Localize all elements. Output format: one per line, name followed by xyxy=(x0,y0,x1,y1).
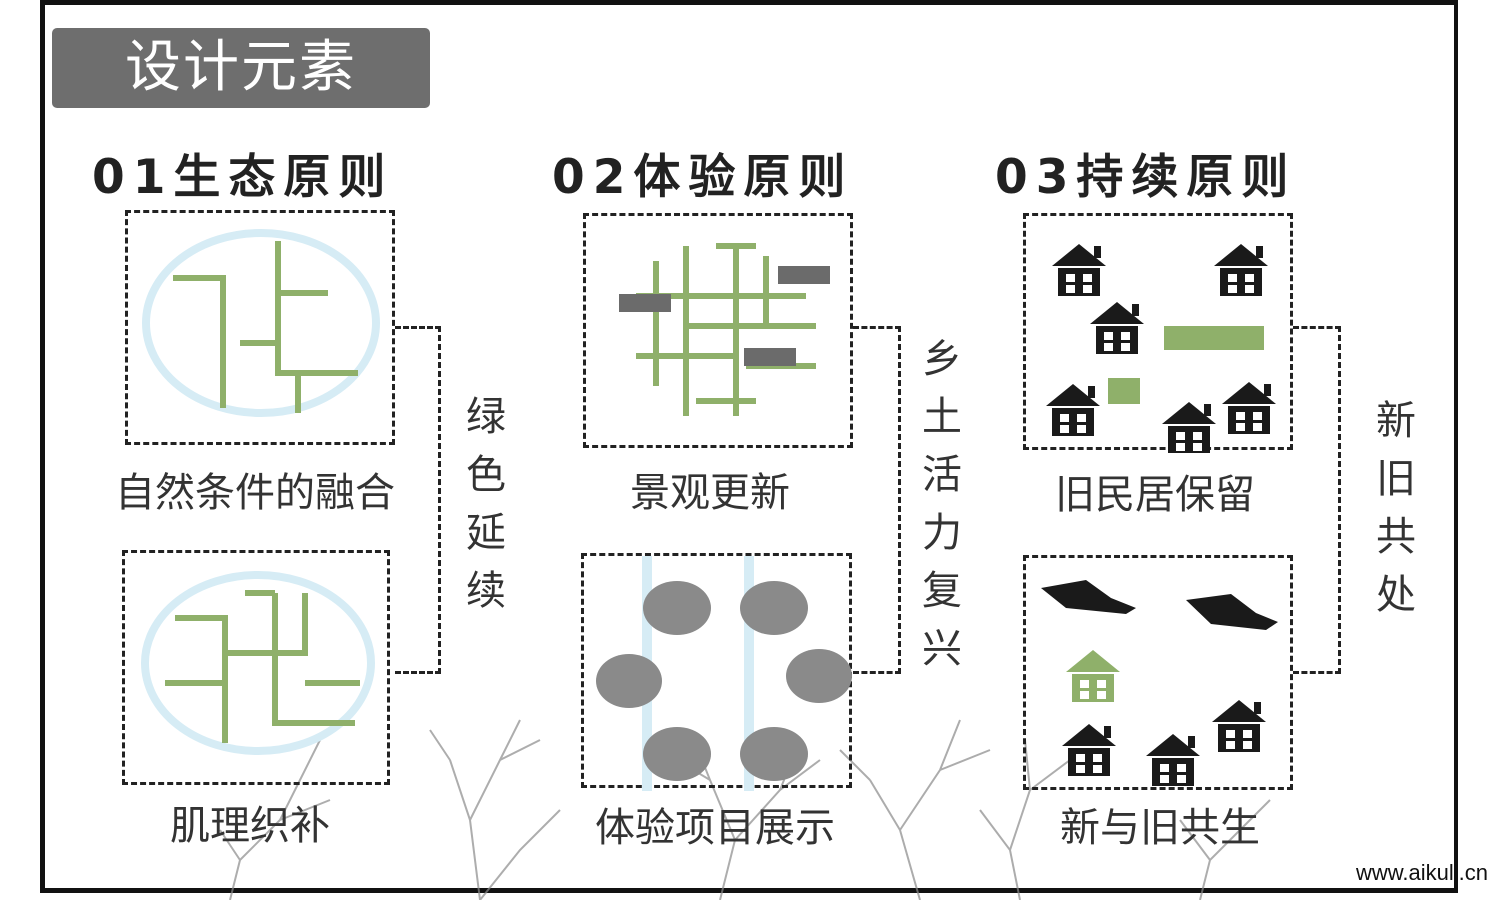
box-landscape-update xyxy=(583,213,853,448)
box-old-dwellings xyxy=(1023,213,1293,453)
label-experience-projects: 体验项目展示 xyxy=(595,805,835,851)
house-icon xyxy=(1046,384,1100,436)
house-icon xyxy=(1222,382,1276,434)
watermark: www.aikuli.cn xyxy=(1355,860,1488,885)
connector-experience xyxy=(853,326,901,674)
house-icon xyxy=(1212,700,1266,752)
banner-title: 设计元素 xyxy=(52,28,430,108)
label-old-dwellings: 旧民居保留 xyxy=(1055,472,1255,518)
vertical-text-green-continuity: 绿色延续 xyxy=(466,394,506,614)
house-icon xyxy=(1214,244,1268,296)
box-natural-conditions xyxy=(125,210,395,445)
box-experience-projects xyxy=(581,553,852,791)
label-texture-repair: 肌理织补 xyxy=(170,803,330,849)
house-icon xyxy=(1062,724,1116,776)
label-natural-conditions: 自然条件的融合 xyxy=(115,470,395,516)
experience-layout-diagram xyxy=(596,556,852,791)
house-icon xyxy=(1162,402,1216,453)
house-icon xyxy=(1090,302,1144,354)
heading-experience: 02体验原则 xyxy=(552,150,854,205)
ecological-pattern-diagram xyxy=(142,229,380,417)
label-landscape-update: 景观更新 xyxy=(630,470,790,516)
connector-sustainability xyxy=(1293,326,1341,674)
vertical-text-old-new-coexist: 新旧共处 xyxy=(1376,398,1416,618)
house-icon xyxy=(1052,244,1106,296)
box-texture-repair xyxy=(122,550,390,785)
coexistence-diagram xyxy=(1041,580,1278,786)
vertical-text-rural-revival: 乡土活力复兴 xyxy=(922,336,962,672)
heading-sustainability: 03持续原则 xyxy=(995,150,1297,205)
box-coexistence xyxy=(1023,555,1293,790)
connector-ecology xyxy=(395,326,441,674)
heading-ecology: 01生态原则 xyxy=(92,150,394,205)
landscape-grid-diagram xyxy=(619,243,830,416)
old-dwellings-diagram xyxy=(1046,244,1276,453)
house-icon-new xyxy=(1066,650,1120,702)
label-coexistence: 新与旧共生 xyxy=(1060,805,1260,851)
modern-building-icon xyxy=(1041,580,1278,630)
texture-pattern-diagram xyxy=(141,571,375,755)
house-icon xyxy=(1146,734,1200,786)
